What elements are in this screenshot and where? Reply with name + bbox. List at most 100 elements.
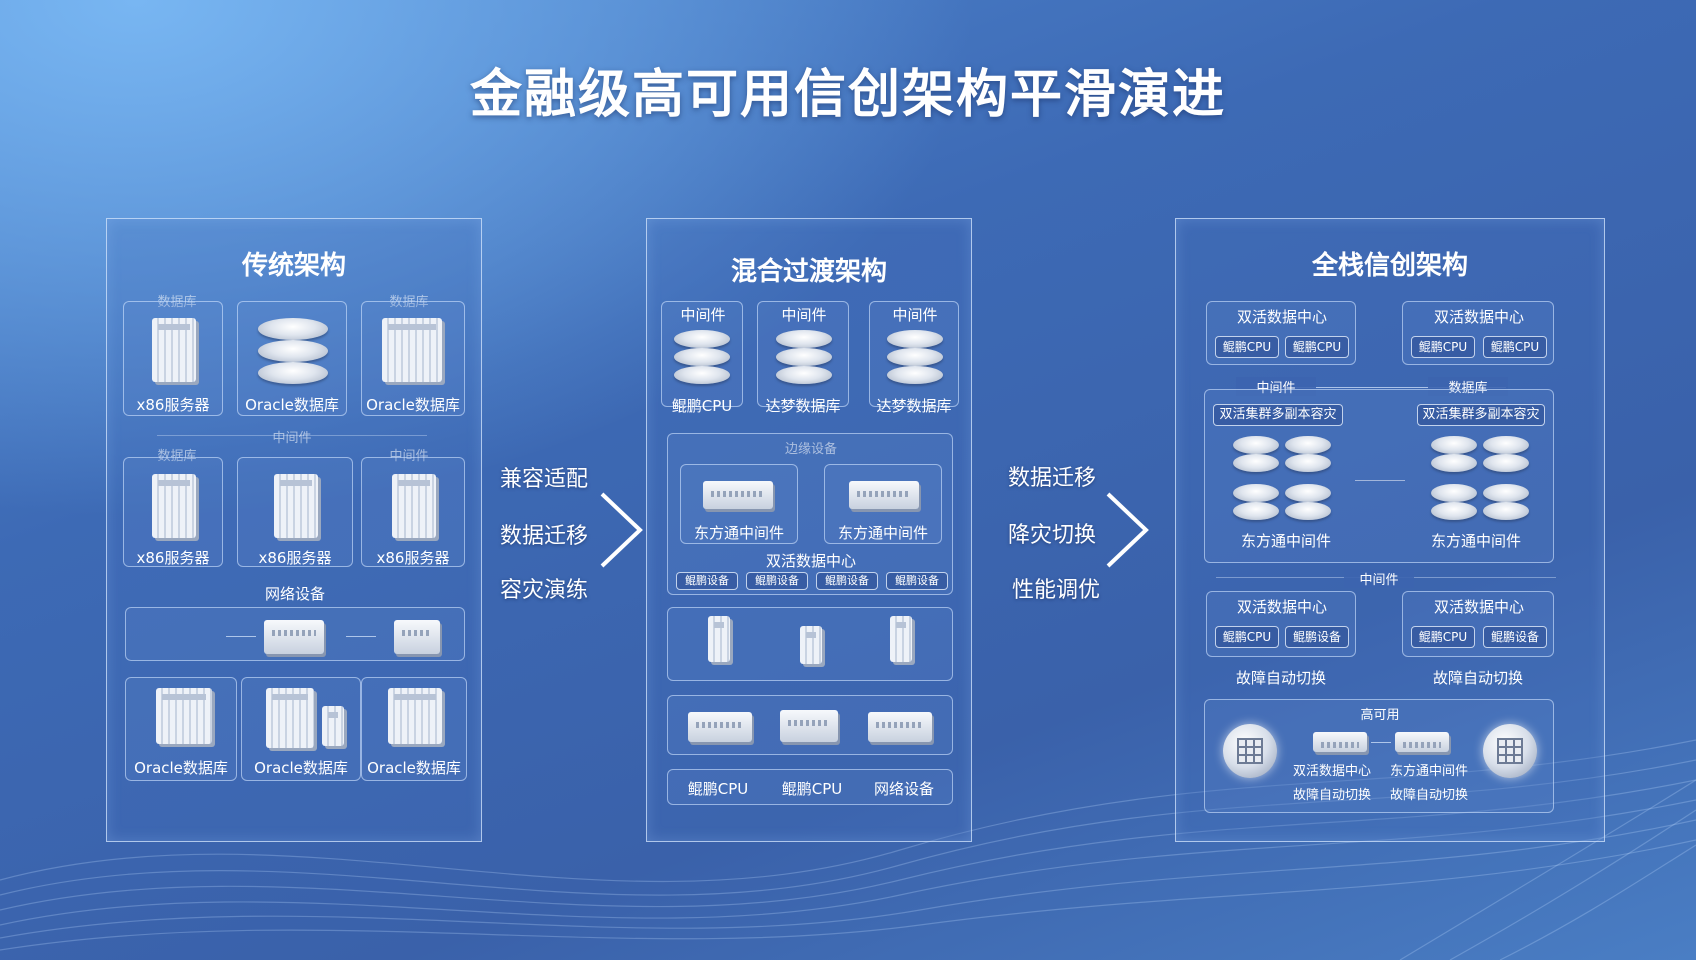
node-box: [125, 677, 237, 781]
database-icon: [776, 330, 832, 386]
device-chip: 鲲鹏设备: [746, 572, 808, 590]
gateway-device-icon: [849, 481, 919, 509]
server-icon: [800, 626, 822, 664]
cluster-node-icon: [1223, 724, 1277, 778]
link-label: 数据库: [1428, 377, 1508, 396]
gateway-device-icon: [1395, 732, 1449, 752]
server-icon: [388, 688, 442, 744]
node-label: Oracle数据库: [366, 396, 460, 414]
cpu-chip: 鲲鹏设备: [1483, 626, 1547, 648]
sync-link: [1355, 480, 1405, 481]
dc-label: 双活数据中心: [1236, 598, 1327, 616]
panel-title: 混合过渡架构: [730, 257, 887, 287]
transition-label: 降灾切换: [1008, 523, 1097, 548]
header-label: 数据库: [157, 295, 197, 310]
link-label: 中间件: [272, 431, 312, 446]
node-box: [680, 464, 798, 544]
failover-label: 故障自动切换: [1235, 669, 1326, 687]
dc-label: 双活数据中心: [765, 552, 856, 570]
node-label: Oracle数据库: [134, 759, 228, 777]
node-box: [361, 457, 465, 567]
node-box: 中间件: [661, 301, 743, 407]
gateway-device-icon: [1313, 732, 1367, 752]
arrow-right-icon: [600, 492, 643, 568]
node-box: [237, 457, 353, 567]
header-label: 数据库: [157, 449, 197, 464]
cpu-chip: 鲲鹏CPU: [1411, 336, 1475, 358]
section-header: 边缘设备: [784, 442, 837, 457]
node-box: [237, 301, 347, 416]
cpu-chip: 鲲鹏CPU: [1215, 336, 1279, 358]
device-chip: 鲲鹏设备: [816, 572, 878, 590]
server-icon: [392, 474, 436, 538]
node-box: [361, 677, 467, 781]
node-header: 中间件: [892, 306, 938, 324]
header-label: 数据库: [389, 295, 429, 310]
database-icon: [1483, 436, 1529, 476]
ha-box: 高可用 双活数据中心 东方通中间件 故障自动切换 故障自动切换: [1204, 699, 1554, 813]
panel-hybrid: 混合过渡架构 中间件 中间件 中间件 鲲鹏CPU 达梦数据库 达梦数据库 边缘设…: [646, 218, 972, 842]
transition-label: 性能调优: [1012, 578, 1101, 603]
database-icon: [1285, 484, 1331, 524]
server-icon: [152, 474, 196, 538]
panel-title: 传统架构: [241, 251, 346, 281]
cpu-chip: 鲲鹏设备: [1285, 626, 1349, 648]
transition-label: 容灾演练: [500, 578, 589, 603]
ha-item: 双活数据中心: [1292, 764, 1371, 779]
failover-label: 故障自动切换: [1432, 669, 1523, 687]
panel-title: 全栈信创架构: [1311, 251, 1468, 281]
cluster-tag: 双活集群多副本容灾: [1213, 404, 1343, 426]
server-icon: [708, 616, 730, 662]
node-label: 东方通中间件: [837, 524, 928, 542]
ha-item: 东方通中间件: [1389, 764, 1468, 779]
node-header: 中间件: [680, 306, 726, 324]
node-label: 鲲鹏CPU: [671, 397, 733, 415]
header-label: 中间件: [389, 449, 429, 464]
connector-line: [1256, 387, 1506, 388]
node-label: Oracle数据库: [245, 396, 339, 414]
node-label: 鲲鹏CPU: [687, 780, 749, 798]
dc-label: 双活数据中心: [1433, 598, 1524, 616]
hardware-icon: [688, 712, 752, 742]
hardware-icon: [868, 712, 932, 742]
device-chip: 鲲鹏设备: [886, 572, 948, 590]
server-rack-icon: [382, 318, 442, 382]
node-label: x86服务器: [136, 396, 210, 414]
transition-label: 数据迁移: [500, 524, 589, 549]
cpu-chip: 鲲鹏CPU: [1285, 336, 1349, 358]
ha-label: 高可用: [1360, 708, 1400, 723]
server-icon: [274, 474, 318, 538]
database-icon: [1431, 436, 1477, 476]
dc-label: 双活数据中心: [1433, 308, 1524, 326]
ha-item: 故障自动切换: [1292, 788, 1371, 803]
cluster-node-icon: [1483, 724, 1537, 778]
node-label: 达梦数据库: [765, 397, 841, 415]
cluster-tag: 双活集群多副本容灾: [1417, 404, 1545, 426]
panel-full-stack: 全栈信创架构 双活数据中心 鲲鹏CPU 鲲鹏CPU 双活数据中心 鲲鹏CPU 鲲…: [1175, 218, 1605, 842]
node-box: 中间件: [757, 301, 849, 407]
cpu-chip: 鲲鹏CPU: [1215, 626, 1279, 648]
device-chip: 鲲鹏设备: [676, 572, 738, 590]
link-label: 中间件: [1344, 569, 1414, 588]
node-label: 东方通中间件: [693, 524, 784, 542]
hardware-box: [667, 695, 953, 755]
dc-box: 双活数据中心 鲲鹏CPU 鲲鹏CPU: [1206, 301, 1356, 365]
node-box: [361, 301, 465, 416]
cpu-chip: 鲲鹏CPU: [1483, 336, 1547, 358]
bottom-label-box: 鲲鹏CPU 鲲鹏CPU 网络设备: [667, 769, 953, 805]
transition-label: 兼容适配: [500, 467, 589, 492]
network-switch-icon: [394, 620, 440, 654]
database-icon: [887, 330, 943, 386]
link-label: 中间件: [1236, 377, 1316, 396]
node-label: 东方通中间件: [1240, 532, 1331, 550]
node-label: x86服务器: [258, 549, 332, 567]
node-label: x86服务器: [136, 549, 210, 567]
page-title: 金融级高可用信创架构平滑演进: [469, 65, 1226, 125]
node-label: 网络设备: [873, 780, 934, 798]
server-icon: [156, 688, 212, 744]
connector-line: [1371, 742, 1391, 743]
server-icon: [266, 688, 314, 748]
server-icon: [890, 616, 912, 662]
database-icon: [1233, 484, 1279, 524]
network-switch-icon: [264, 620, 324, 654]
